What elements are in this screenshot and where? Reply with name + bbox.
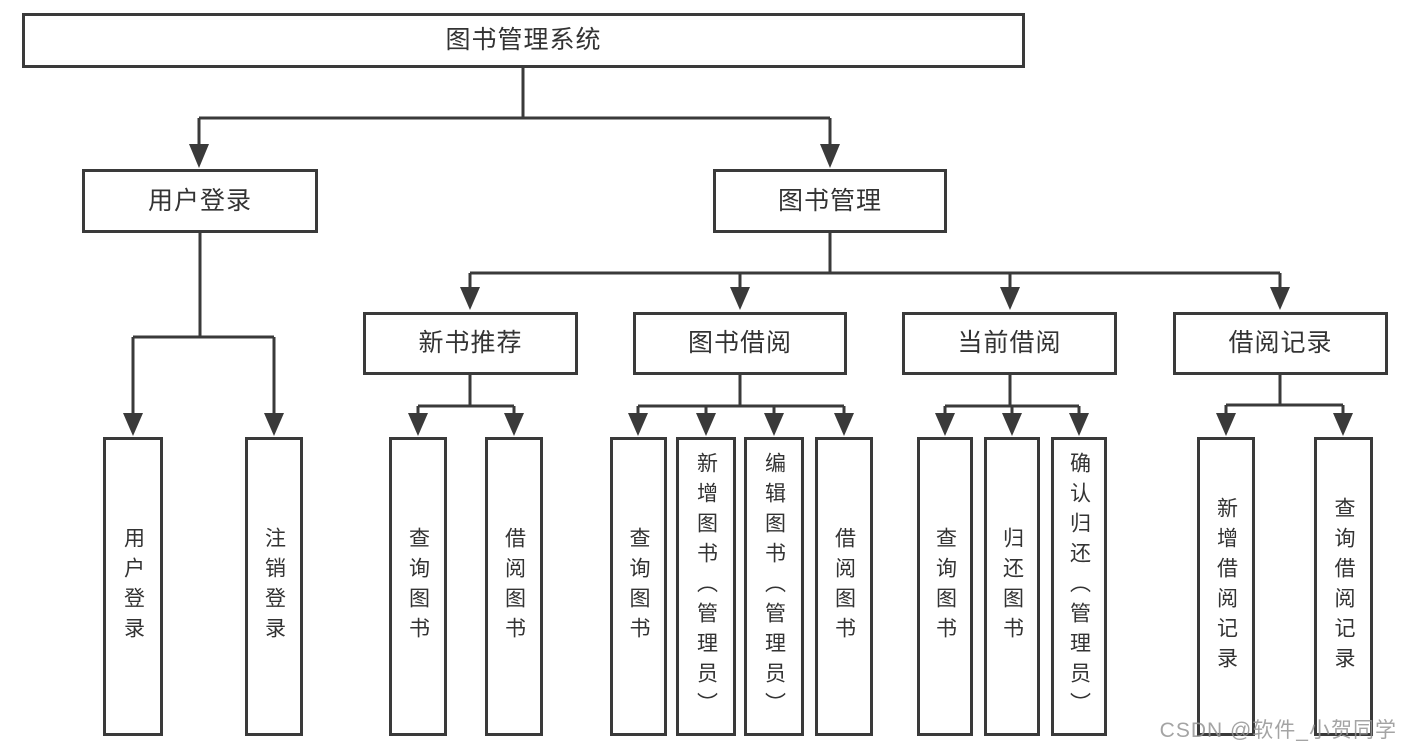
node-label: 确认归还（管理员） bbox=[1067, 451, 1091, 722]
leaf-logout: 注销登录 bbox=[245, 437, 303, 736]
arrowhead bbox=[764, 413, 784, 436]
leaf-query-borrow-record: 查询借阅记录 bbox=[1314, 437, 1373, 736]
node-label: 当前借阅 bbox=[957, 329, 1062, 357]
node-current-borrowing: 当前借阅 bbox=[902, 312, 1117, 375]
leaf-query-books-borrowing: 查询图书 bbox=[610, 437, 667, 736]
node-label: 新增图书（管理员） bbox=[694, 451, 718, 722]
node-label: 新书推荐 bbox=[418, 329, 523, 357]
leaf-query-books-recommend: 查询图书 bbox=[389, 437, 447, 736]
connector-borrow-records bbox=[1224, 375, 1345, 414]
arrowhead bbox=[730, 287, 750, 310]
node-label: 借阅图书 bbox=[502, 526, 526, 647]
node-book-management: 图书管理 bbox=[713, 169, 947, 233]
arrowhead bbox=[408, 413, 428, 436]
leaf-add-borrow-record: 新增借阅记录 bbox=[1197, 437, 1255, 736]
connector-current-borrow bbox=[943, 375, 1081, 414]
leaf-return-books: 归还图书 bbox=[984, 437, 1040, 736]
leaf-query-books-current: 查询图书 bbox=[917, 437, 973, 736]
node-label: 借阅图书 bbox=[832, 526, 856, 647]
leaf-edit-books-admin: 编辑图书（管理员） bbox=[744, 437, 804, 736]
node-label: 查询图书 bbox=[627, 526, 650, 647]
arrowhead bbox=[264, 413, 284, 436]
leaf-borrow-books: 借阅图书 bbox=[815, 437, 873, 736]
node-user-login: 用户登录 bbox=[82, 169, 318, 233]
node-label: 编辑图书（管理员） bbox=[762, 451, 786, 722]
node-label: 图书管理系统 bbox=[445, 26, 602, 54]
connector-new-books bbox=[416, 375, 516, 414]
node-label: 查询图书 bbox=[406, 526, 430, 647]
node-new-book-recommend: 新书推荐 bbox=[363, 312, 578, 375]
connector-user-login bbox=[131, 233, 276, 414]
node-label: 图书管理 bbox=[777, 186, 882, 215]
arrowhead bbox=[628, 413, 648, 436]
leaf-add-books-admin: 新增图书（管理员） bbox=[676, 437, 736, 736]
node-book-borrowing: 图书借阅 bbox=[633, 312, 847, 375]
arrowhead bbox=[1002, 413, 1022, 436]
arrowhead bbox=[1069, 413, 1089, 436]
arrowhead bbox=[696, 413, 716, 436]
arrowhead bbox=[935, 413, 955, 436]
arrowhead bbox=[504, 413, 524, 436]
node-label: 归还图书 bbox=[1000, 526, 1024, 647]
csdn-watermark: CSDN @软件_小贺同学 bbox=[1159, 719, 1397, 742]
node-label: 图书借阅 bbox=[687, 329, 792, 357]
node-root-system: 图书管理系统 bbox=[22, 13, 1025, 68]
connector-root bbox=[197, 68, 832, 145]
arrowhead bbox=[1333, 413, 1353, 436]
node-label: 用户登录 bbox=[147, 186, 252, 215]
arrowhead bbox=[1270, 287, 1290, 310]
arrowhead bbox=[460, 287, 480, 310]
arrowhead bbox=[834, 413, 854, 436]
connector-book-borrow bbox=[636, 375, 846, 414]
arrowhead bbox=[1000, 287, 1020, 310]
node-label: 查询借阅记录 bbox=[1332, 496, 1355, 677]
node-label: 新增借阅记录 bbox=[1214, 496, 1238, 677]
node-label: 注销登录 bbox=[262, 526, 286, 647]
leaf-confirm-return-admin: 确认归还（管理员） bbox=[1051, 437, 1107, 736]
arrowhead bbox=[189, 144, 209, 168]
leaf-user-login: 用户登录 bbox=[103, 437, 163, 736]
node-label: 查询图书 bbox=[933, 526, 957, 647]
node-label: 用户登录 bbox=[121, 526, 145, 647]
arrowhead bbox=[1216, 413, 1236, 436]
arrowhead bbox=[123, 413, 143, 436]
node-label: 借阅记录 bbox=[1228, 329, 1333, 357]
leaf-borrow-books-recommend: 借阅图书 bbox=[485, 437, 543, 736]
node-borrow-records: 借阅记录 bbox=[1173, 312, 1388, 375]
arrowhead bbox=[820, 144, 840, 168]
connector-book-mgmt bbox=[468, 233, 1282, 288]
